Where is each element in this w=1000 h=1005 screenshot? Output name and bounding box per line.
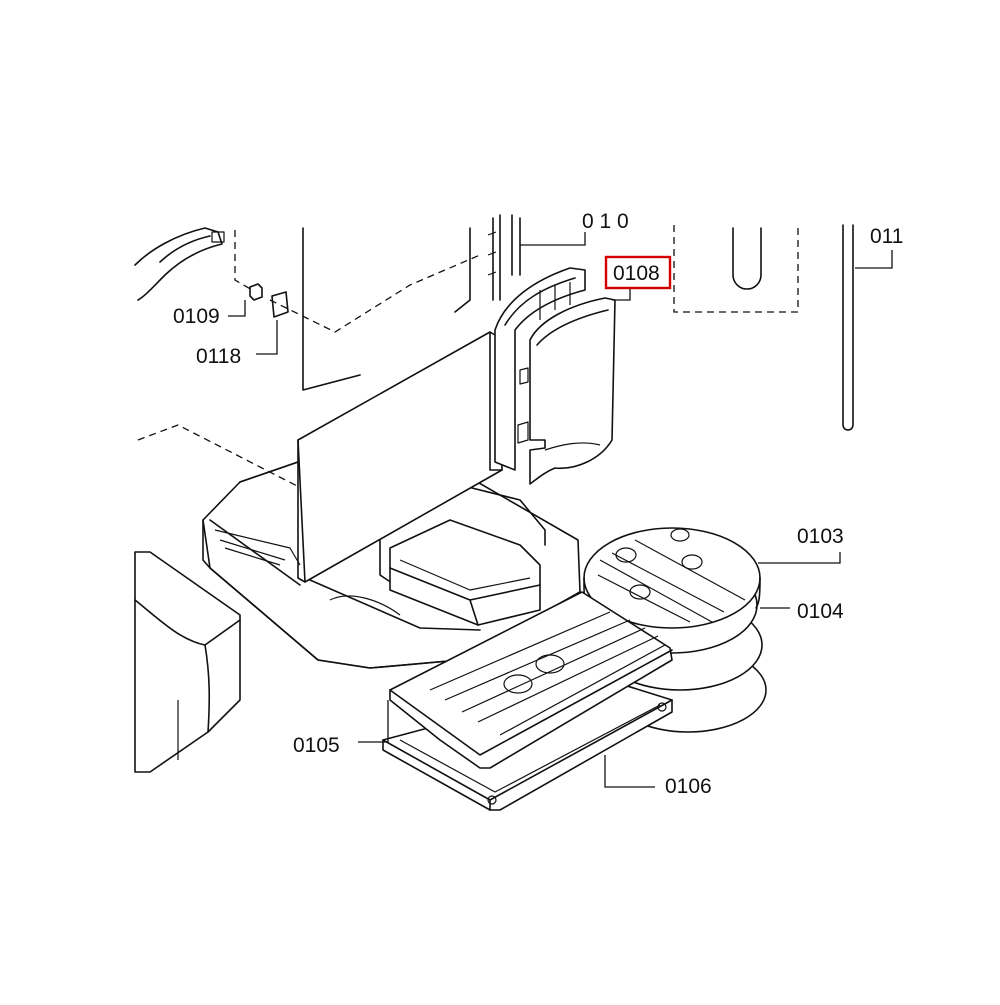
part-0108-cover: [529, 288, 631, 485]
label-cut-top: 0 1 0: [582, 210, 629, 233]
leader-0110-partial: [520, 232, 586, 246]
dashed-guide-rear: [269, 254, 481, 333]
leader-0109: [228, 300, 246, 317]
label-0104: 0104: [797, 600, 844, 623]
leader-0108: [612, 288, 631, 301]
label-011-partial: 011: [870, 225, 903, 248]
label-0118: 0118: [196, 345, 241, 368]
rod-part-011: [842, 224, 893, 431]
left-lower-block: [134, 551, 241, 773]
center-frame-rails: [487, 214, 586, 301]
dashed-box-top-right: [673, 225, 799, 313]
curved-guide-bracket: [494, 267, 586, 471]
tray-inner-box: [389, 519, 541, 626]
leader-0105: [358, 700, 389, 743]
part-0105-plate: [358, 591, 673, 769]
label-0105: 0105: [293, 734, 340, 757]
rear-panel-left-edge: [302, 227, 361, 391]
label-0106: 0106: [665, 775, 712, 798]
part-0109-clip: [249, 283, 263, 301]
dashed-guide-0109: [234, 230, 253, 291]
label-0108: 0108: [613, 262, 660, 285]
label-0109: 0109: [173, 305, 220, 328]
leader-0118: [256, 320, 278, 355]
top-left-fragment: [134, 227, 225, 301]
label-0103: 0103: [797, 525, 844, 548]
rear-panel-right-edge: [454, 227, 471, 313]
highlight-box-0108: [604, 255, 672, 290]
dashed-guide-left: [137, 424, 318, 491]
part-0118-pad: [271, 291, 289, 318]
leader-0103: [758, 552, 841, 564]
leader-0106: [604, 755, 655, 788]
leader-011: [855, 250, 893, 269]
